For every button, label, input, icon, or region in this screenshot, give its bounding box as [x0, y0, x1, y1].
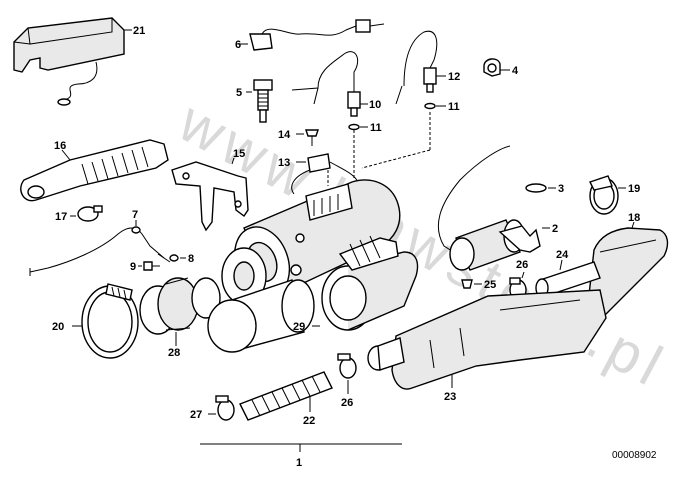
- part-5-sensor[interactable]: [253, 79, 273, 123]
- callout-26b: 26: [341, 397, 353, 409]
- part-26-clamp-b[interactable]: [337, 353, 357, 379]
- callout-20: 20: [52, 321, 64, 333]
- part-7-cable[interactable]: [29, 226, 171, 276]
- part-22-flexpipe[interactable]: [239, 371, 333, 421]
- part-29-chamber[interactable]: [321, 235, 419, 331]
- callout-25: 25: [484, 279, 496, 291]
- callout-19: 19: [628, 183, 640, 195]
- callout-21: 21: [133, 25, 145, 37]
- part-3-seal[interactable]: [525, 183, 547, 193]
- callout-10: 10: [369, 99, 381, 111]
- callout-5: 5: [236, 87, 242, 99]
- callout-18: 18: [628, 212, 640, 224]
- part-2-pump[interactable]: [437, 145, 541, 271]
- callout-1: 1: [296, 457, 302, 469]
- heat-exchanger[interactable]: [207, 279, 315, 353]
- callout-11a: 11: [370, 122, 382, 134]
- callout-6: 6: [235, 39, 241, 51]
- callout-15: 15: [233, 148, 245, 160]
- part-15-bracket[interactable]: [171, 161, 249, 232]
- callout-13: 13: [278, 157, 290, 169]
- part-12-sensor[interactable]: [395, 30, 438, 105]
- diagram-code: 00008902: [612, 450, 657, 461]
- part-20-clamp[interactable]: [81, 283, 139, 359]
- part-9-screw[interactable]: [143, 261, 160, 271]
- callout-27: 27: [190, 409, 202, 421]
- part-16-hose[interactable]: [20, 139, 169, 202]
- part-23-silencer[interactable]: [367, 289, 607, 390]
- callout-4: 4: [512, 65, 519, 77]
- callout-2: 2: [552, 223, 558, 235]
- callout-23: 23: [444, 391, 456, 403]
- part-25-screw[interactable]: [461, 279, 473, 289]
- callout-17: 17: [55, 211, 67, 223]
- part-19-clamp[interactable]: [589, 175, 619, 215]
- assembly-bracket: [200, 443, 402, 452]
- callout-12: 12: [448, 71, 460, 83]
- part-11-seal-b[interactable]: [424, 102, 436, 110]
- part-21-cover[interactable]: [13, 17, 125, 106]
- callout-29: 29: [293, 321, 305, 333]
- callout-24: 24: [556, 249, 569, 261]
- part-4-clip[interactable]: [483, 58, 501, 77]
- callout-11b: 11: [448, 101, 460, 113]
- part-11-seal-a[interactable]: [348, 123, 360, 131]
- part-14-screw[interactable]: [305, 129, 319, 146]
- callout-8: 8: [188, 253, 194, 265]
- callout-7: 7: [132, 209, 138, 221]
- callout-26a: 26: [516, 259, 528, 271]
- callout-22: 22: [303, 415, 315, 427]
- part-17-clamp[interactable]: [77, 205, 103, 222]
- callout-9: 9: [130, 261, 136, 273]
- part-28-burner[interactable]: [139, 247, 267, 335]
- callout-16: 16: [54, 140, 66, 152]
- callout-3: 3: [558, 183, 564, 195]
- callout-14: 14: [278, 129, 291, 141]
- part-27-clamp[interactable]: [215, 395, 235, 421]
- callout-28: 28: [168, 347, 180, 359]
- part-10-sensor[interactable]: [291, 51, 361, 117]
- part-6-plug[interactable]: [249, 19, 385, 51]
- part-8-nut[interactable]: [169, 254, 179, 262]
